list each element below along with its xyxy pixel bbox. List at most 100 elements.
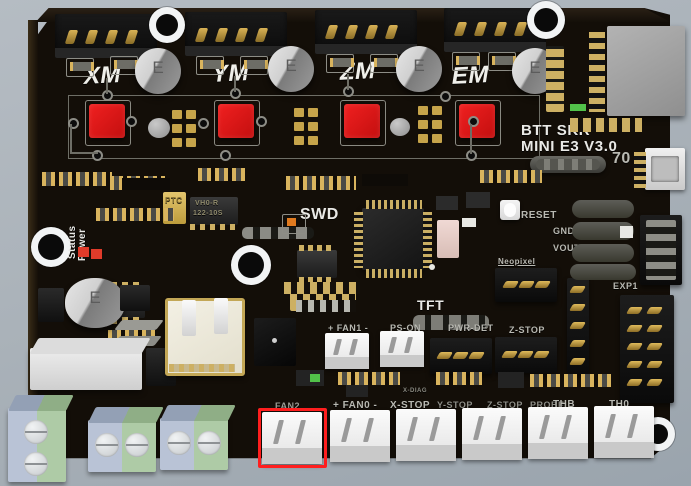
crystal bbox=[437, 220, 459, 258]
terminal-block-psu[interactable] bbox=[8, 395, 74, 482]
smd-resistor bbox=[200, 60, 224, 69]
connector-slot bbox=[561, 415, 572, 439]
driver-socket-e bbox=[455, 100, 501, 146]
smd-black-row bbox=[362, 174, 408, 186]
solder-pad bbox=[172, 110, 182, 119]
swd-led bbox=[287, 218, 296, 226]
via bbox=[442, 93, 449, 100]
header-pin bbox=[625, 325, 644, 332]
connector-slot bbox=[429, 417, 440, 441]
sd-card-slot[interactable] bbox=[607, 26, 685, 116]
terminal-screw[interactable] bbox=[167, 431, 191, 455]
exp1-header[interactable] bbox=[620, 295, 674, 403]
connector-slot bbox=[273, 420, 284, 444]
smd-row-mid bbox=[286, 176, 356, 190]
connector-pson[interactable] bbox=[380, 331, 424, 367]
pad-group bbox=[418, 106, 444, 148]
power-led-red bbox=[91, 249, 102, 259]
connector-fan0[interactable] bbox=[330, 410, 390, 462]
connector-ystop[interactable] bbox=[462, 408, 522, 460]
connector-base bbox=[325, 357, 369, 369]
electrolytic-capacitor bbox=[268, 46, 314, 92]
electrolytic-capacitor bbox=[396, 46, 442, 92]
pad-row-brand bbox=[570, 118, 642, 132]
terminal-screw[interactable] bbox=[125, 433, 149, 457]
connector-zstop[interactable] bbox=[528, 407, 588, 459]
mounting-hole-left bbox=[38, 234, 64, 260]
solder-pad bbox=[186, 138, 196, 147]
vertical-pad-strip bbox=[546, 46, 564, 112]
driver-socket-z bbox=[340, 100, 386, 146]
solder-pad bbox=[172, 124, 182, 133]
header-pin bbox=[568, 340, 587, 347]
header-pin bbox=[517, 281, 536, 288]
connector-slot bbox=[363, 418, 374, 442]
mcu-pin1-marker bbox=[429, 264, 435, 270]
motor-connector-ym[interactable] bbox=[185, 12, 287, 56]
power-connector-top bbox=[29, 338, 151, 354]
exp1-header-side[interactable] bbox=[567, 278, 589, 374]
terminal-block-bed[interactable] bbox=[88, 407, 164, 472]
power-post bbox=[182, 300, 196, 336]
header-pin bbox=[568, 322, 587, 329]
motor-connector-xm[interactable] bbox=[55, 14, 157, 58]
voltage-regulator bbox=[190, 197, 238, 225]
board-brand-line2: MINI E3 V3.0 bbox=[521, 138, 618, 155]
silk-label-thb: THB bbox=[553, 399, 576, 410]
connector-pin bbox=[254, 28, 269, 42]
connector-base bbox=[330, 446, 390, 462]
power-terminal-strip bbox=[572, 244, 634, 262]
mounting-hole-top-left bbox=[156, 14, 178, 36]
power-inductor-large bbox=[165, 298, 245, 376]
terminal-block-hotend[interactable] bbox=[160, 405, 236, 470]
stop-header-left[interactable] bbox=[430, 338, 492, 374]
terminal-screw[interactable] bbox=[24, 420, 48, 444]
terminal-screw[interactable] bbox=[24, 452, 48, 476]
test-pad bbox=[390, 118, 410, 136]
micro-usb-connector[interactable] bbox=[645, 148, 685, 190]
solder-pad bbox=[186, 110, 196, 119]
header-pin bbox=[568, 304, 587, 311]
driver-area-outline bbox=[68, 95, 540, 159]
reset-button[interactable] bbox=[500, 200, 520, 220]
connector-xstop[interactable] bbox=[396, 409, 456, 461]
connector-slot bbox=[404, 337, 413, 353]
motor-connector-zm[interactable] bbox=[315, 10, 417, 54]
via bbox=[200, 120, 207, 127]
silk-label-neopixel: Neopixel bbox=[498, 257, 536, 266]
power-connector-2pin[interactable] bbox=[30, 348, 142, 390]
mcu-pins-top bbox=[366, 200, 422, 209]
board-extra-marking: 70 bbox=[612, 150, 631, 167]
header-pin bbox=[467, 352, 486, 359]
smd-resistor bbox=[330, 58, 354, 67]
connector-thb[interactable] bbox=[594, 406, 654, 458]
header-pin bbox=[645, 307, 664, 314]
stepper-driver-z bbox=[344, 104, 380, 138]
smd-row-left-3 bbox=[96, 208, 174, 221]
smd-resistor bbox=[456, 56, 480, 65]
stop-header-right[interactable] bbox=[495, 337, 557, 373]
eeprom-pins-top bbox=[299, 245, 335, 251]
connector-slot bbox=[341, 418, 352, 442]
silk-label-tft: TFT bbox=[417, 297, 445, 313]
via bbox=[222, 152, 229, 159]
status-led-red bbox=[78, 247, 89, 257]
connector-slot bbox=[605, 414, 616, 438]
connector-fan2[interactable] bbox=[262, 412, 322, 464]
connector-fan1[interactable] bbox=[325, 333, 369, 369]
connector-slot bbox=[349, 339, 358, 355]
header-pin bbox=[500, 351, 519, 358]
electrolytic-capacitor bbox=[135, 48, 181, 94]
connector-pin bbox=[493, 22, 508, 36]
connector-pin bbox=[473, 22, 488, 36]
smd-resistor bbox=[70, 62, 94, 71]
motor-connector-em[interactable] bbox=[444, 8, 546, 52]
connector-lip bbox=[315, 44, 417, 54]
connector-pin bbox=[214, 28, 229, 42]
terminal-screw[interactable] bbox=[95, 433, 119, 457]
connector-base bbox=[380, 355, 424, 367]
connector-slot bbox=[295, 420, 306, 444]
neopixel-header[interactable] bbox=[495, 268, 557, 302]
terminal-screw[interactable] bbox=[197, 431, 221, 455]
pcb-trace bbox=[70, 152, 98, 154]
